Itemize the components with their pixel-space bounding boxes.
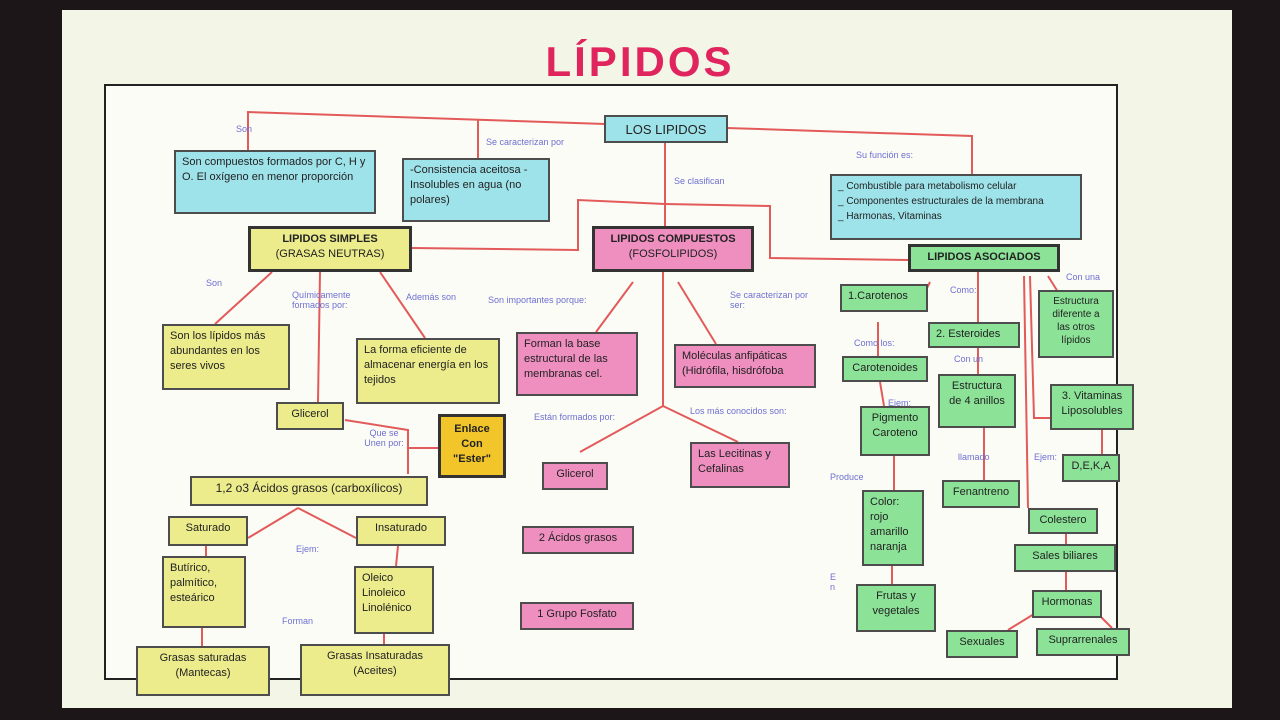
label-caracterizan-ser: Se caracterizan por ser: <box>730 290 809 310</box>
label-forman: Forman <box>282 616 314 626</box>
label-conocidos: Los más conocidos son: <box>690 406 787 416</box>
connector-acidos-insaturado <box>297 507 357 539</box>
page-title: LÍPIDOS <box>545 38 735 85</box>
estructura-4-node: Estructura de 4 anillos <box>938 374 1016 428</box>
color-node: Color: rojo amarillo naranja <box>862 490 924 566</box>
asociados-node: LIPIDOS ASOCIADOS <box>908 244 1060 272</box>
label-con-un: Con un <box>954 354 984 364</box>
fosfato-node: 1 Grupo Fosfato <box>520 602 634 630</box>
enlace-node: Enlace Con "Ester" <box>438 414 506 478</box>
insaturado-ejemplos-node: Oleico Linoleico Linolénico <box>354 566 434 634</box>
connector-root-functions <box>726 127 973 178</box>
simples-title: LIPIDOS SIMPLES <box>282 233 378 245</box>
abundantes-node: Son los lípidos más abundantes en los se… <box>162 324 290 390</box>
label-funcion: Su función es: <box>856 150 914 160</box>
connector-simples-glicerol <box>317 271 321 403</box>
connector-root-definition <box>247 110 606 150</box>
label-ejem-asoc: Ejem: <box>888 398 912 408</box>
connector-asoc-vitaminas <box>1029 275 1050 419</box>
grasas-insaturadas-node: Grasas Insaturadas (Aceites) <box>300 644 450 696</box>
label-formados: Están formados por: <box>534 412 616 422</box>
label-simples-son: Son <box>206 278 223 288</box>
label-importantes: Son importantes porque: <box>488 295 587 305</box>
label-como-los: Como los: <box>854 338 895 348</box>
label-con-una: Con una <box>1066 272 1101 282</box>
connector-hormonas-sexuales <box>1007 613 1035 631</box>
deka-node: D,E,K,A <box>1062 454 1120 482</box>
label-que-se-unen: Que se Unen por: <box>364 428 404 448</box>
connector-comp-anfi <box>677 281 717 345</box>
connector-root-asociados <box>664 203 909 261</box>
label-como-asoc: Como: <box>950 285 977 295</box>
simples-node: LIPIDOS SIMPLES (GRASAS NEUTRAS) <box>248 226 412 272</box>
compuestos-title: LIPIDOS COMPUESTOS <box>610 233 736 245</box>
label-ejem-simples: Ejem: <box>296 544 320 554</box>
sexuales-node: Sexuales <box>946 630 1018 658</box>
saturado-ejemplos-node: Butírico, palmítico, esteárico <box>162 556 246 628</box>
frutas-node: Frutas y vegetales <box>856 584 936 632</box>
pigmento-node: Pigmento Caroteno <box>860 406 930 456</box>
sales-biliares-node: Sales biliares <box>1014 544 1116 572</box>
definition-node: Son compuestos formados por C, H y O. El… <box>174 150 376 214</box>
suprarrenales-node: Suprarrenales <box>1036 628 1130 656</box>
compuestos-glicerol-node: Glicerol <box>542 462 608 490</box>
connector-carotenoides-pigmento <box>879 381 885 407</box>
label-en: E n <box>830 572 837 592</box>
connector-comp-base <box>595 281 634 333</box>
label-produce: Produce <box>830 472 864 482</box>
lecitinas-node: Las Lecitinas y Cefalinas <box>690 442 790 488</box>
anfipaticas-node: Moléculas anfipáticas (Hidrófila, hisdró… <box>674 344 816 388</box>
label-ademas: Además son <box>406 292 457 302</box>
simples-glicerol-node: Glicerol <box>276 402 344 430</box>
label-clasifican: Se clasifican <box>674 176 725 186</box>
connector-simples-eficiente <box>379 271 426 339</box>
connector-simples-abundantes <box>214 271 273 325</box>
esteroides-node: 2. Esteroides <box>928 322 1020 348</box>
function-item: _ Harmonas, Vitaminas <box>838 211 942 222</box>
connector-root-simples <box>411 198 666 252</box>
label-llamado: llamado <box>958 452 990 462</box>
label-son: Son <box>236 124 253 134</box>
label-ejem-vit: Ejem: <box>1034 452 1058 462</box>
function-item: _ Combustible para metabolismo celular <box>838 181 1017 192</box>
hormonas-node: Hormonas <box>1032 590 1102 618</box>
connector-comp-lecitinas <box>662 405 739 443</box>
carotenoides-node: Carotenoides <box>842 356 928 382</box>
label-caracterizan: Se caracterizan por <box>486 137 565 147</box>
label-quimicamente: Químicamente formados por: <box>292 290 351 310</box>
fenantreno-node: Fenantreno <box>942 480 1020 508</box>
connector-asoc-colesterol <box>1023 275 1029 509</box>
connector-asoc-estructura <box>1047 275 1059 293</box>
estructura-diferente-node: Estructura diferente a las otros lípidos <box>1038 290 1114 358</box>
colesterol-node: Colestero <box>1028 508 1098 534</box>
insaturado-node: Insaturado <box>356 516 446 546</box>
connector-glicerol-acidos <box>344 419 409 474</box>
compuestos-acidos-node: 2 Ácidos grasos <box>522 526 634 554</box>
function-item: _ Componentes estructurales de la membra… <box>838 196 1044 207</box>
functions-node: _ Combustible para metabolismo celular _… <box>830 174 1082 240</box>
properties-node: -Consistencia aceitosa -Insolubles en ag… <box>402 158 550 222</box>
simples-subtitle: (GRASAS NEUTRAS) <box>275 248 385 260</box>
grasas-saturadas-node: Grasas saturadas (Mantecas) <box>136 646 270 696</box>
root-node: LOS LIPIDOS <box>604 115 728 143</box>
connector-insaturado-ej <box>395 545 399 567</box>
simples-acidos-node: 1,2 o3 Ácidos grasos (carboxílicos) <box>190 476 428 506</box>
carotenos-node: 1.Carotenos <box>840 284 928 312</box>
saturado-node: Saturado <box>168 516 248 546</box>
compuestos-node: LIPIDOS COMPUESTOS (FOSFOLIPIDOS) <box>592 226 754 272</box>
connector-comp-glicerol <box>579 405 664 453</box>
compuestos-subtitle: (FOSFOLIPIDOS) <box>628 248 718 260</box>
vitaminas-node: 3. Vitaminas Liposolubles <box>1050 384 1134 430</box>
base-estructural-node: Forman la base estructural de las membra… <box>516 332 638 396</box>
eficiente-node: La forma eficiente de almacenar energía … <box>356 338 500 404</box>
connector-acidos-saturado <box>247 507 299 539</box>
